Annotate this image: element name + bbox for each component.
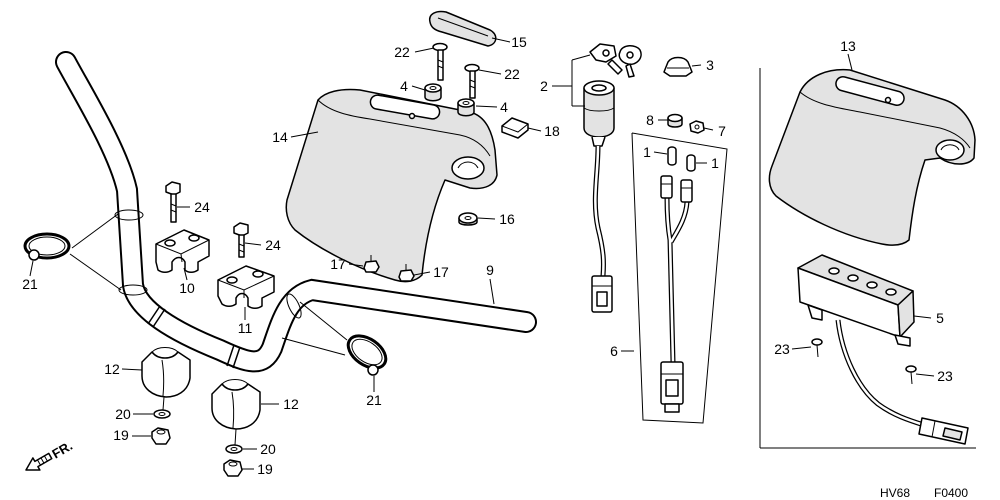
diagram-ref: F0400 [934,486,968,500]
callout-12: 12 [283,396,299,412]
handle-cover-14-part [285,88,498,283]
meter-5-part [797,254,969,445]
callout-11: 11 [238,320,253,336]
grommet-4-right-part [457,98,475,117]
bracket-2-lines [571,54,591,107]
diagram-code: HV68 [880,486,910,500]
bolt-17-left-part [363,255,380,273]
nut-19-right-part [223,459,243,477]
lower-holder-12-left-part [141,347,191,411]
nut-16-part [458,212,478,226]
bolt-24-left-part [165,181,181,223]
callout-21: 21 [22,276,38,292]
grommet-4-left-part [424,83,442,102]
washer-20-right-part [225,444,243,454]
callout-24: 24 [194,199,210,215]
meter-cover-13-part [768,68,976,246]
screw-23-right-part [905,365,917,385]
callout-7: 7 [718,123,726,139]
front-direction-marker: FR. [25,438,75,471]
callout-21: 21 [366,392,382,408]
harness-6-part [631,132,728,424]
callout-15: 15 [511,34,527,50]
bolt-17-right-part [398,264,415,282]
callout-23: 23 [937,368,953,384]
clamp-guide-lines [69,213,348,356]
callout-8: 8 [646,112,654,128]
upper-holder-11-part [217,265,275,309]
leader-lines [29,37,935,470]
callout-5: 5 [936,310,944,326]
screw-23-left-part [811,338,823,358]
collar-8-part [667,113,683,128]
callouts: 22 15 22 4 2 3 13 14 4 18 8 7 1 1 16 24 … [22,34,953,477]
bolt-22-right-part [464,63,480,99]
front-arrow-icon [25,452,53,471]
callout-1: 1 [711,155,719,171]
knob-3-part [663,56,693,77]
front-marker-label: FR. [49,438,75,461]
callout-18: 18 [544,123,560,139]
nut-19-left-part [151,427,171,445]
nut-7-part [689,120,705,134]
bolt-22-left-part [432,42,448,81]
callout-20: 20 [260,441,276,457]
callout-3: 3 [706,57,714,73]
callout-19: 19 [257,461,273,477]
clip-18-part [501,117,529,139]
callout-12: 12 [104,361,120,377]
pad-15-part [428,10,497,47]
ignition-switch-2-part [583,43,642,313]
clamp-right-part [346,334,388,376]
callout-2: 2 [540,78,548,94]
callout-9: 9 [486,262,494,278]
callout-23: 23 [774,341,790,357]
callout-10: 10 [179,280,195,296]
callout-1: 1 [643,144,651,160]
callout-13: 13 [840,38,856,54]
callout-19: 19 [113,427,129,443]
upper-holder-10-part [155,229,210,273]
callout-4: 4 [500,99,508,115]
section-frame [759,68,976,449]
callout-22: 22 [394,44,410,60]
callout-22: 22 [504,66,520,82]
callout-24: 24 [265,237,281,253]
handlebar-part [55,51,537,373]
callout-6: 6 [610,343,618,359]
callout-17: 17 [330,256,346,272]
lower-holder-12-right-part [211,379,261,446]
callout-16: 16 [499,211,515,227]
clamp-left-part [23,232,71,261]
callout-14: 14 [272,129,288,145]
bolt-24-right-part [233,222,249,258]
callout-4: 4 [400,78,408,94]
callout-20: 20 [115,406,131,422]
washer-20-left-part [153,409,171,419]
callout-17: 17 [433,264,449,280]
